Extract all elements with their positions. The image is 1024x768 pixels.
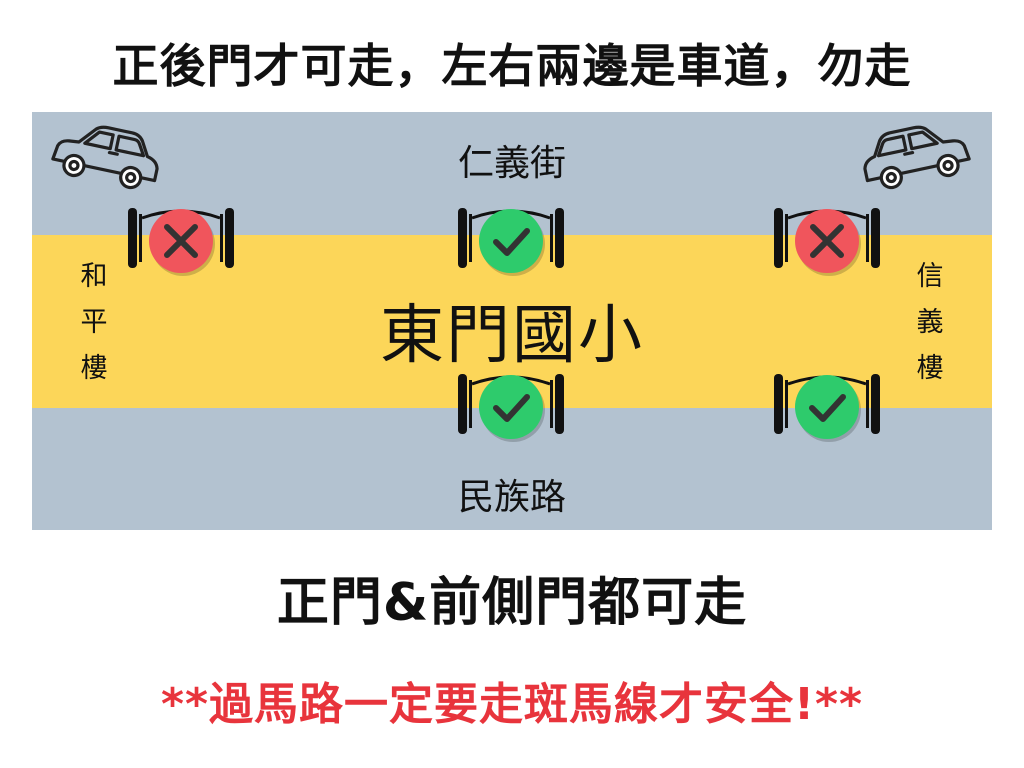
cross-icon <box>149 209 215 276</box>
gate-south-east <box>774 374 880 442</box>
building-right-char: 樓 <box>916 353 944 384</box>
car-icon <box>51 125 159 190</box>
check-icon <box>795 375 861 442</box>
street-name-south: 民族路 <box>457 477 566 518</box>
allowed-gates-note: 正門&前側門都可走 <box>276 573 748 633</box>
crosswalk-warning: **過馬路一定要走斑馬線才安全!** <box>160 679 864 730</box>
building-left-char: 樓 <box>80 353 108 384</box>
headline-title: 正後門才可走，左右兩邊是車道，勿走 <box>112 39 912 93</box>
gate-north-east <box>774 208 880 276</box>
check-icon <box>479 375 545 442</box>
check-icon <box>479 209 545 276</box>
cross-icon <box>795 209 861 276</box>
building-left-char: 和 <box>80 261 108 292</box>
building-left-label: 和 平 樓 <box>74 254 114 392</box>
car-icon <box>863 125 971 190</box>
building-right-char: 信 <box>916 261 944 292</box>
gate-north-west <box>128 208 234 276</box>
gate-south-main <box>458 374 564 442</box>
building-right-label: 信 義 樓 <box>910 254 950 392</box>
street-name-north: 仁義街 <box>457 143 566 184</box>
building-right-char: 義 <box>916 307 944 338</box>
school-name: 東門國小 <box>380 299 644 373</box>
building-left-char: 平 <box>80 307 108 338</box>
gate-north-main <box>458 208 564 276</box>
